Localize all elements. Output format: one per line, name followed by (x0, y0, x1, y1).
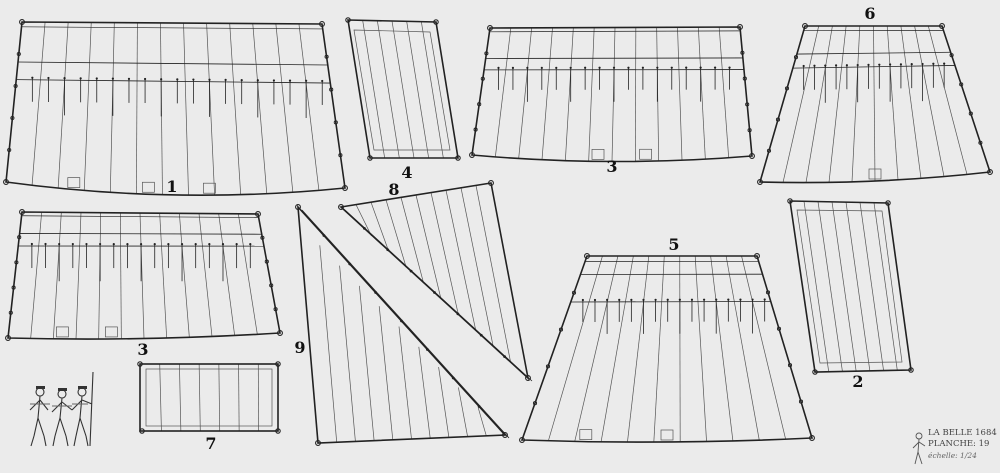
sail-number-9: 9 (294, 338, 305, 357)
sail-number-3: 3 (606, 157, 617, 176)
sail-number-labels: 1 2 3 3 4 5 6 7 8 9 (137, 4, 875, 453)
sail-5-outline (519, 253, 815, 443)
sail-4-outline (345, 17, 461, 161)
sail-number-2: 2 (852, 372, 863, 391)
sail-number-7: 7 (205, 434, 216, 453)
sail-7-outline (137, 361, 281, 434)
plate-number: PLANCHE: 19 (928, 439, 990, 449)
title-cartouche: LA BELLE 1684 PLANCHE: 19 échelle: 1/24 (928, 428, 1000, 473)
sail-3a-outline (469, 24, 755, 163)
sail-number-5: 5 (668, 235, 679, 254)
sail-2-outline (787, 198, 914, 375)
sails-layer (3, 17, 993, 446)
sail-number-3-lower: 3 (137, 340, 148, 359)
ship-title: LA BELLE 1684 (928, 428, 997, 438)
sail-8-outline (338, 180, 533, 382)
sail-6-outline (757, 23, 993, 185)
sail-9-outline (295, 204, 510, 446)
crew-figures-illustration (29, 371, 94, 447)
sail-number-1: 1 (166, 177, 177, 196)
sail-3b-outline (5, 209, 283, 341)
sail-1-outline (3, 19, 348, 197)
cartouche-figure-icon (912, 432, 926, 465)
sail-number-8: 8 (388, 180, 399, 199)
sail-number-4: 4 (401, 163, 412, 182)
sail-number-6: 6 (864, 4, 875, 23)
scale-note: échelle: 1/24 (928, 451, 977, 460)
